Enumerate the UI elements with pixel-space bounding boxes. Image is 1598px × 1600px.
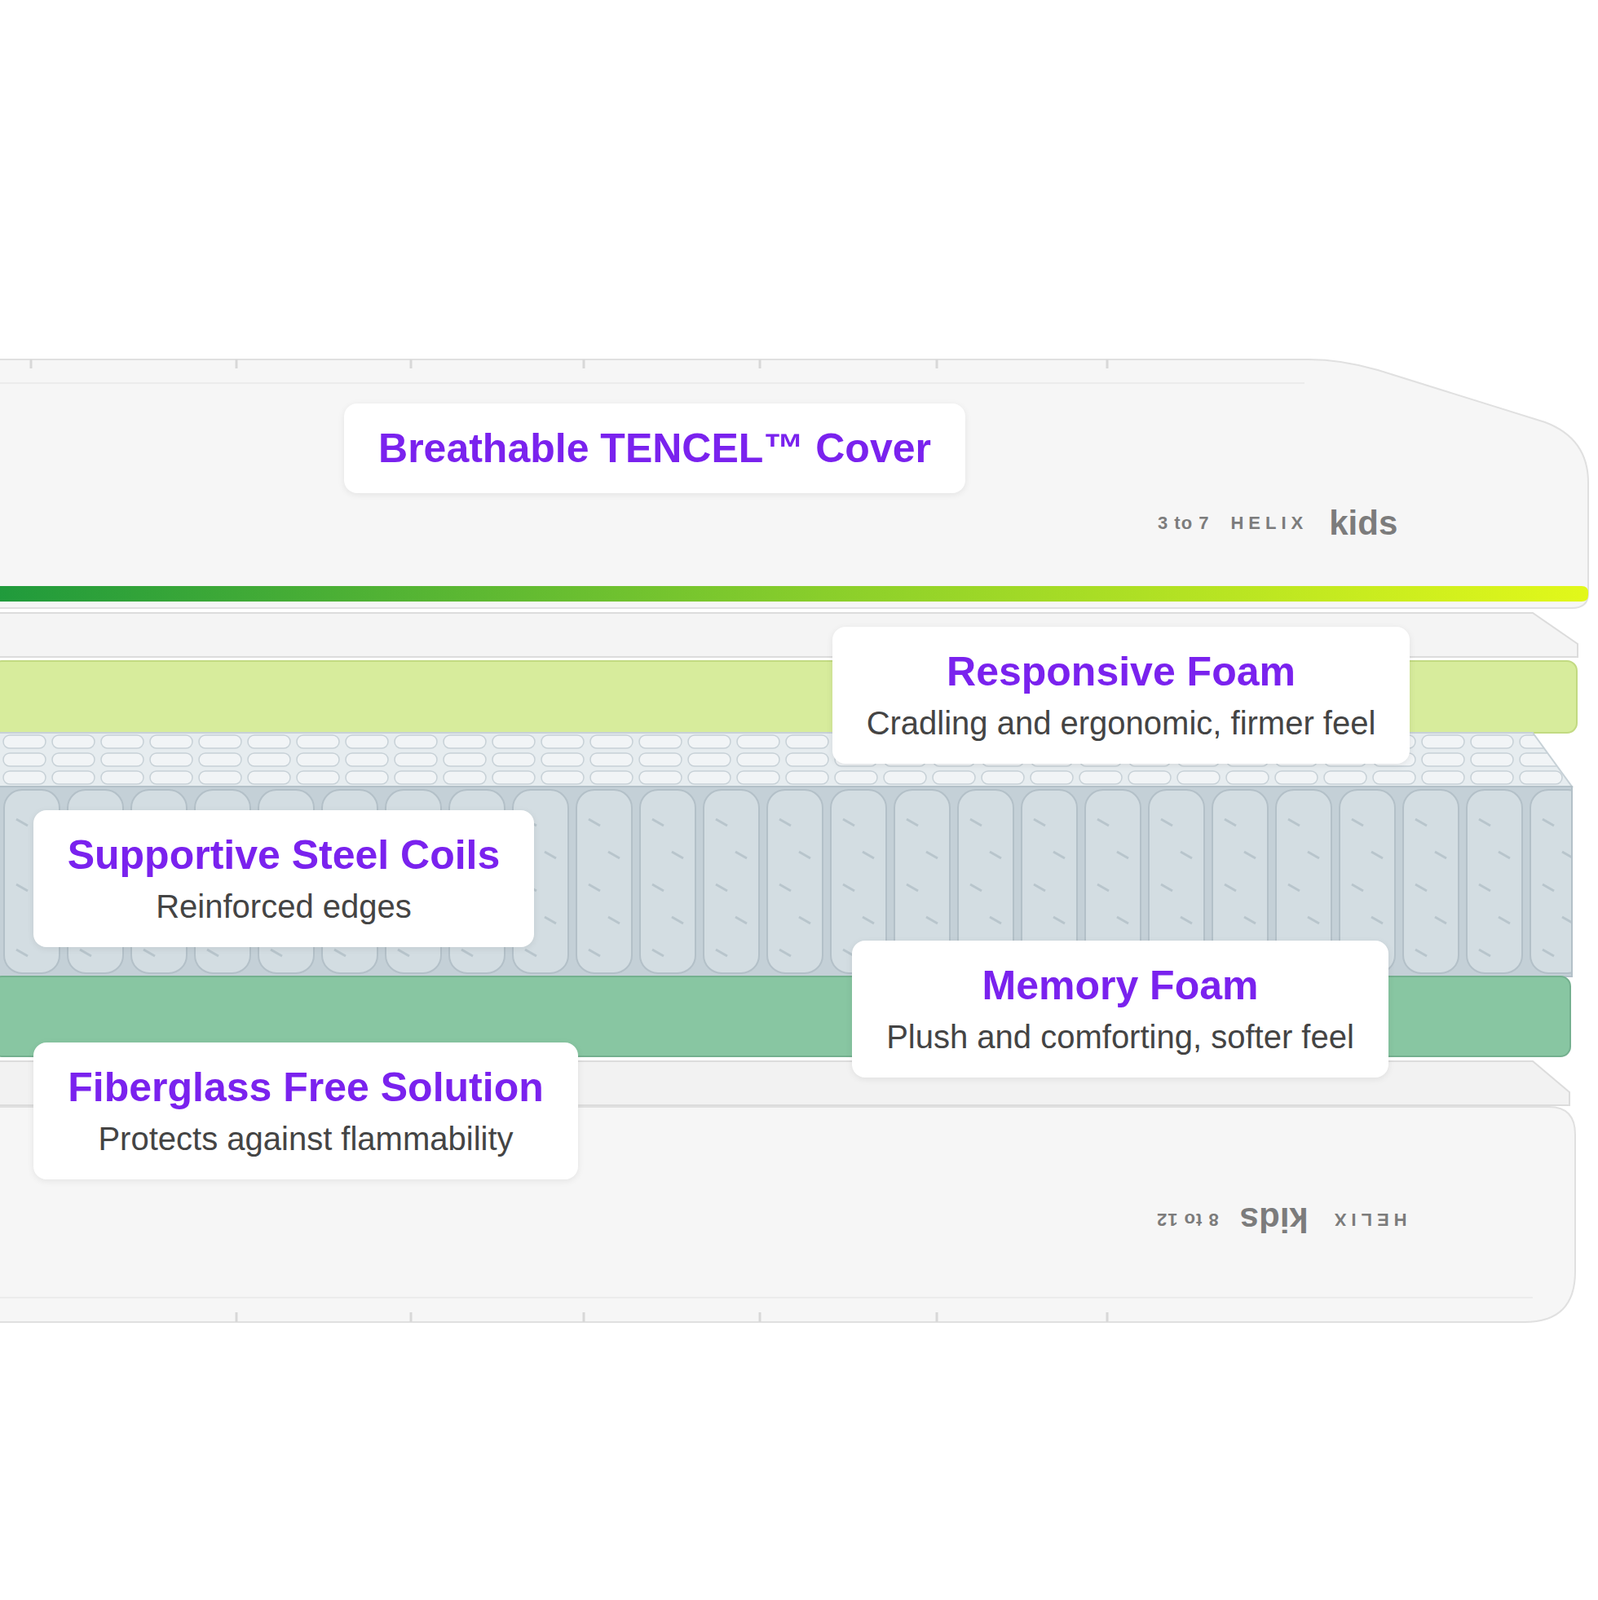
brand-label: HELIX [1329, 1209, 1408, 1231]
callout-box: Memory FoamPlush and comforting, softer … [851, 940, 1389, 1079]
callout-title: Fiberglass Free Solution [67, 1062, 543, 1114]
callout-box: Breathable TENCEL™ Cover [344, 403, 966, 495]
callout-description: Protects against flammability [67, 1117, 543, 1161]
callout-box: Supportive Steel CoilsReinforced edges [33, 810, 535, 949]
callout-box: Responsive FoamCradling and ergonomic, f… [832, 626, 1411, 765]
callout-title: Responsive Foam [866, 646, 1377, 698]
brand-logo: kids [1240, 1200, 1309, 1240]
callout-box: Fiberglass Free SolutionProtects against… [33, 1042, 578, 1181]
brand-logo: kids [1328, 503, 1398, 543]
callout-description: Cradling and ergonomic, firmer feel [866, 701, 1377, 745]
callout-title: Breathable TENCEL™ Cover [378, 423, 932, 475]
age-range-label: 8 to 12 [1156, 1209, 1219, 1231]
callout-title: Supportive Steel Coils [67, 829, 501, 882]
callout-title: Memory Foam [886, 960, 1355, 1012]
callout-description: Plush and comforting, softer feel [886, 1015, 1355, 1059]
callout-description: Reinforced edges [67, 885, 501, 928]
brand-label: HELIX [1230, 512, 1308, 535]
age-range-label: 3 to 7 [1157, 512, 1210, 535]
